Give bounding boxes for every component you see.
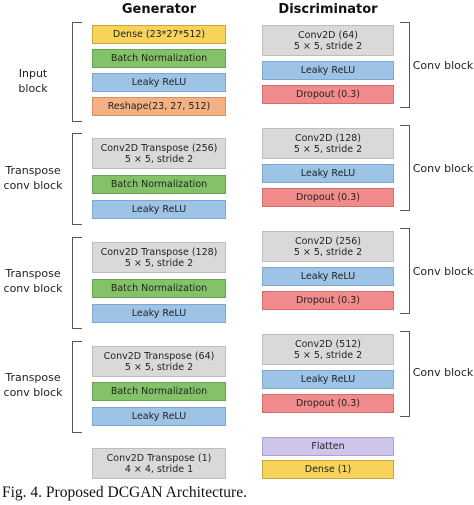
disc-dropout-layer: Dropout (0.3) [262, 394, 394, 413]
gen-conv-transpose-64-layer: Conv2D Transpose (64) 5 × 5, stride 2 [92, 346, 226, 377]
transpose-block-1-bracket [72, 133, 82, 225]
disc-leaky-relu-layer: Leaky ReLU [262, 61, 394, 80]
generator-title: Generator [121, 2, 197, 17]
gen-conv-transpose-1-layer: Conv2D Transpose (1) 4 × 4, stride 1 [92, 448, 226, 479]
disc-conv2d-64-layer: Conv2D (64) 5 × 5, stride 2 [262, 25, 394, 56]
disc-dropout-layer: Dropout (0.3) [262, 85, 394, 104]
transpose-block-2-bracket [72, 237, 82, 329]
transpose-block-3-label: Transpose conv block [3, 371, 63, 399]
gen-conv-transpose-128-layer: Conv2D Transpose (128) 5 × 5, stride 2 [92, 242, 226, 273]
discriminator-title: Discriminator [278, 2, 378, 17]
gen-dense-layer: Dense (23*27*512) [92, 25, 226, 44]
conv-block-1-label: Conv block [412, 59, 474, 72]
disc-dense-layer: Dense (1) [262, 460, 394, 479]
input-block-bracket [72, 22, 82, 122]
disc-conv2d-256-layer: Conv2D (256) 5 × 5, stride 2 [262, 231, 394, 262]
gen-leaky-relu-layer: Leaky ReLU [92, 73, 226, 92]
disc-leaky-relu-layer: Leaky ReLU [262, 267, 394, 286]
transpose-block-2-label: Transpose conv block [3, 267, 63, 295]
disc-conv2d-512-layer: Conv2D (512) 5 × 5, stride 2 [262, 334, 394, 365]
gen-leaky-relu-layer: Leaky ReLU [92, 200, 226, 219]
conv-block-3-label: Conv block [412, 265, 474, 278]
input-block-label: Input block [18, 67, 48, 95]
figure-caption: Fig. 4. Proposed DCGAN Architecture. [2, 484, 247, 501]
disc-conv2d-128-layer: Conv2D (128) 5 × 5, stride 2 [262, 128, 394, 159]
gen-batch-norm-layer: Batch Normalization [92, 175, 226, 194]
transpose-block-3-bracket [72, 341, 82, 433]
conv-block-3-bracket [400, 228, 410, 314]
gen-batch-norm-layer: Batch Normalization [92, 49, 226, 68]
conv-block-4-label: Conv block [412, 366, 474, 379]
disc-flatten-layer: Flatten [262, 437, 394, 456]
conv-block-4-bracket [400, 331, 410, 417]
conv-block-1-bracket [400, 22, 410, 108]
conv-block-2-bracket [400, 125, 410, 211]
gen-leaky-relu-layer: Leaky ReLU [92, 407, 226, 426]
gen-reshape-layer: Reshape(23, 27, 512) [92, 97, 226, 116]
conv-block-2-label: Conv block [412, 162, 474, 175]
gen-leaky-relu-layer: Leaky ReLU [92, 304, 226, 323]
disc-dropout-layer: Dropout (0.3) [262, 188, 394, 207]
disc-dropout-layer: Dropout (0.3) [262, 291, 394, 310]
gen-batch-norm-layer: Batch Normalization [92, 279, 226, 298]
disc-leaky-relu-layer: Leaky ReLU [262, 370, 394, 389]
gen-batch-norm-layer: Batch Normalization [92, 382, 226, 401]
disc-leaky-relu-layer: Leaky ReLU [262, 164, 394, 183]
gen-conv-transpose-256-layer: Conv2D Transpose (256) 5 × 5, stride 2 [92, 138, 226, 169]
transpose-block-1-label: Transpose conv block [3, 164, 63, 192]
